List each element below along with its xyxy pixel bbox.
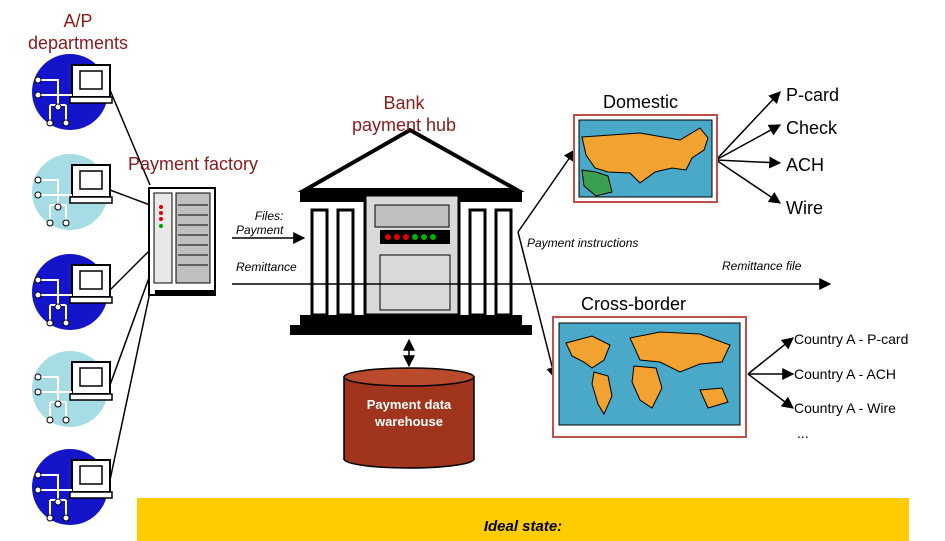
ap-computers <box>32 54 113 525</box>
cross-border-method-pcard: Country A - P-card <box>794 331 909 347</box>
cross-border-map <box>552 316 747 438</box>
domestic-label: Domestic <box>603 92 679 112</box>
bank-payment-hub-label: Bank payment hub <box>352 93 457 135</box>
warehouse-label: Payment data warehouse <box>366 397 452 429</box>
ideal-state-banner: Ideal state: <box>137 498 909 541</box>
payment-factory-server <box>148 187 216 296</box>
remittance-label: Remittance <box>236 260 297 274</box>
cross-border-method-more: ... <box>797 425 809 441</box>
cross-border-label: Cross-border <box>581 294 687 314</box>
bank-building <box>290 127 532 335</box>
domestic-method-check: Check <box>786 118 838 138</box>
domestic-method-wire: Wire <box>786 198 823 218</box>
computer-icon <box>32 154 113 230</box>
payment-instructions-label: Payment instructions <box>527 236 639 250</box>
computer-connectors <box>109 89 151 481</box>
computer-icon <box>32 449 113 525</box>
computer-icon <box>32 254 113 330</box>
payment-data-warehouse <box>343 367 475 469</box>
flow-arrows <box>232 91 832 409</box>
cross-border-method-wire: Country A - Wire <box>794 400 896 416</box>
files-payment-label: Files: Payment <box>236 209 284 237</box>
cross-border-method-ach: Country A - ACH <box>794 366 896 382</box>
ideal-state-label: Ideal state: <box>483 518 563 535</box>
ap-departments-label: A/P departments <box>28 11 129 53</box>
remittance-file-label: Remittance file <box>722 259 802 273</box>
payment-factory-label: Payment factory <box>128 154 259 174</box>
domestic-method-ach: ACH <box>786 155 825 175</box>
computer-icon <box>32 54 113 130</box>
computer-icon <box>32 351 113 427</box>
domestic-method-pcard: P-card <box>786 85 840 105</box>
domestic-map <box>573 114 718 203</box>
